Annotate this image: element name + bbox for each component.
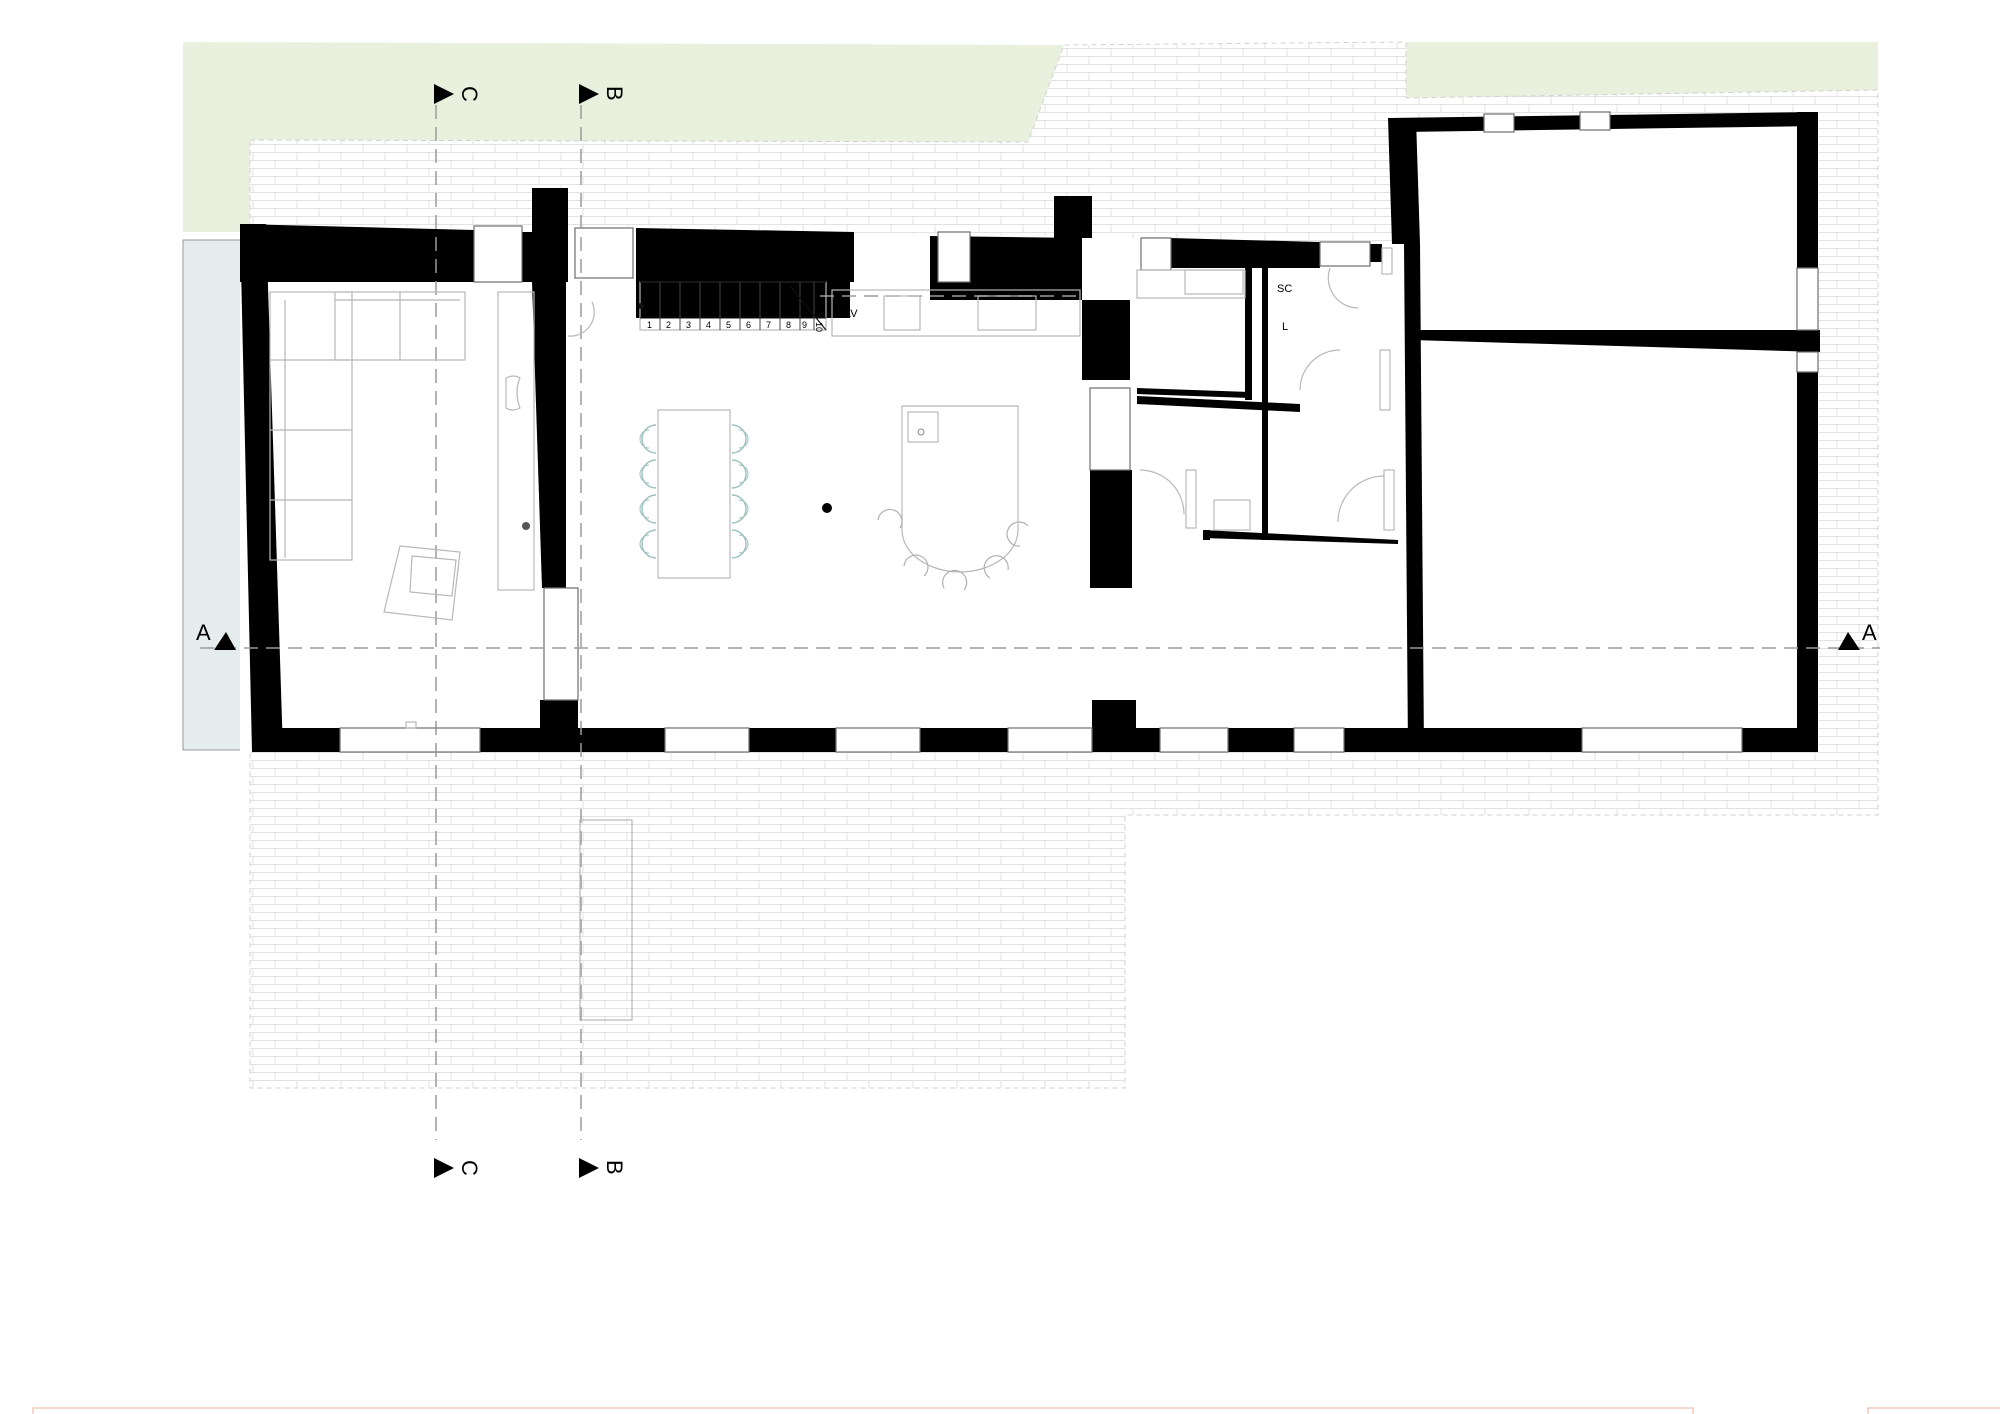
- door-swing-kitchen: [567, 301, 595, 337]
- planter: [579, 819, 633, 1021]
- section-marker-a-right: A: [1838, 620, 1877, 650]
- section-marker-a-left: A: [196, 620, 236, 650]
- step-2: 2: [666, 320, 671, 330]
- section-lines: [200, 105, 1880, 1140]
- side-strip: [182, 239, 244, 751]
- step-8: 8: [786, 320, 791, 330]
- kitchen-counter: LV: [831, 289, 1081, 337]
- service-core: SC L: [567, 247, 1395, 531]
- sofa: [269, 291, 353, 561]
- laundry-label: L: [1282, 321, 1288, 333]
- section-b-top-label: B: [602, 86, 627, 101]
- section-b-bottom-label: B: [602, 1160, 627, 1175]
- section-c-bottom-label: C: [457, 1160, 482, 1176]
- lavabo-label: LV: [845, 308, 858, 320]
- island-sink: [907, 411, 939, 443]
- garden-area-right: [1406, 42, 1878, 98]
- door-swing-bath: [1139, 469, 1185, 515]
- living-room-furniture: [269, 291, 535, 621]
- sink: [883, 295, 921, 331]
- step-7: 7: [766, 320, 771, 330]
- armchair: [383, 545, 461, 621]
- section-marker-c-bottom: C: [434, 1158, 482, 1178]
- lamp: [505, 375, 521, 411]
- structural-column: [822, 503, 832, 513]
- kitchen-island: [877, 405, 1029, 591]
- step-3: 3: [686, 320, 691, 330]
- step-5: 5: [726, 320, 731, 330]
- door-swing-service: [1327, 267, 1359, 309]
- cooktop: [977, 295, 1037, 331]
- lamp-dot: [522, 522, 530, 530]
- step-10: 10: [814, 322, 824, 332]
- step-9: 9: [802, 320, 807, 330]
- staircase: 1 2 3 4 5 6 7 8 9 10: [638, 281, 827, 332]
- dining-table: [639, 409, 749, 579]
- step-6: 6: [746, 320, 751, 330]
- section-c-top-label: C: [457, 86, 482, 102]
- section-a-left-label: A: [196, 620, 211, 645]
- sideboard: [497, 291, 535, 591]
- sheet-border-right: [1867, 1407, 2000, 1414]
- step-4: 4: [706, 320, 711, 330]
- sheet-border-left: [32, 1407, 1694, 1414]
- section-marker-b-bottom: B: [579, 1158, 627, 1178]
- building-interior: [240, 113, 1818, 752]
- section-marker-b-top: B: [579, 84, 627, 104]
- service-label: SC: [1277, 283, 1292, 295]
- windows: [339, 111, 1819, 753]
- garden-area: [183, 42, 1064, 232]
- door-swing-hall: [1299, 349, 1341, 391]
- step-1: 1: [647, 320, 652, 330]
- south-door-mark: [405, 721, 417, 729]
- section-a-right-label: A: [1862, 620, 1877, 645]
- door-swing-wc: [1337, 475, 1385, 523]
- section-marker-c-top: C: [434, 84, 482, 104]
